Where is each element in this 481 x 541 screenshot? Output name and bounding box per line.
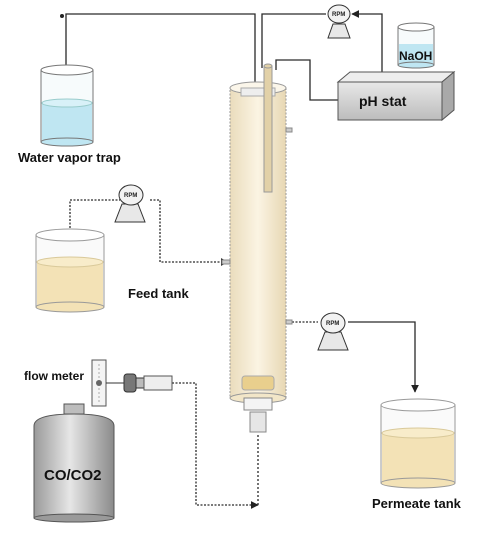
water-vapor-trap (40, 14, 94, 147)
pump-feed: RPM (114, 184, 146, 223)
permeate-tank (380, 398, 456, 489)
bioreactor-column (221, 63, 293, 433)
pipe-feed-2 (150, 199, 229, 266)
feed-tank (35, 228, 105, 313)
pipe-feed (69, 199, 120, 235)
pipe-trap-to-column (65, 13, 256, 92)
label-permeate-tank: Permeate tank (372, 496, 462, 511)
pipe-phstat-to-column (275, 59, 338, 101)
pump-permeate: RPM (317, 312, 349, 351)
label-flow-meter: flow meter (24, 369, 84, 383)
pipe-naoh-to-pump (351, 10, 383, 78)
pump-permeate-label: RPM (326, 321, 339, 327)
pump-top: RPM (327, 4, 351, 39)
pipes (65, 10, 419, 509)
pipe-permeate-2 (348, 321, 419, 393)
label-co-co2: CO/CO2 (44, 467, 102, 484)
pump-feed-label: RPM (124, 193, 137, 199)
label-water-vapor-trap: Water vapor trap (18, 150, 121, 165)
naoh-bottle (397, 22, 435, 69)
ph-stat-box (336, 70, 456, 122)
label-ph-stat: pH stat (359, 93, 407, 109)
pipe-pump-to-column (261, 13, 326, 68)
pump-top-label: RPM (332, 12, 345, 18)
gas-cylinder (33, 403, 115, 523)
pipe-gas (172, 382, 259, 509)
label-naoh: NaOH (399, 49, 432, 63)
flow-meter (91, 359, 173, 407)
label-feed-tank: Feed tank (128, 286, 189, 301)
